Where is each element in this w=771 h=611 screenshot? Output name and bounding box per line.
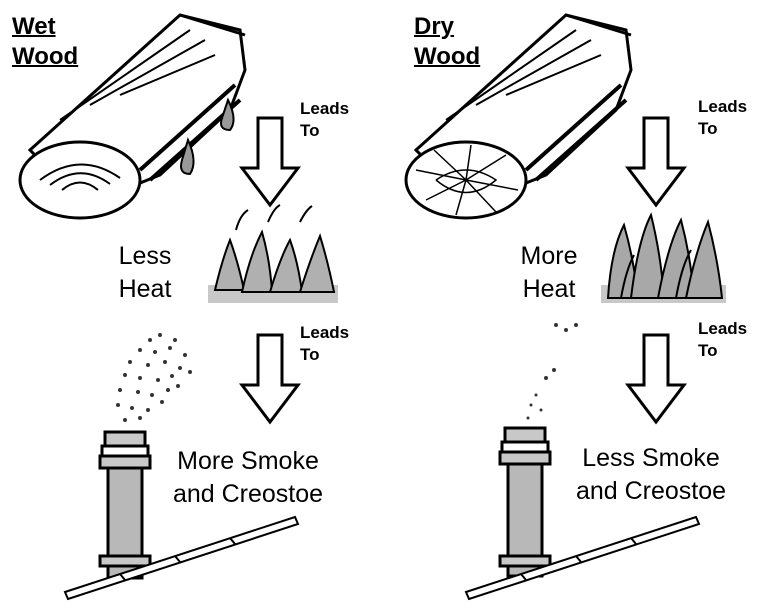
arrow-down-icon — [238, 333, 302, 425]
result-label: More Smoke and Creostoe — [172, 447, 324, 508]
leads-to-label: Leads To — [300, 99, 350, 140]
dry-log-icon — [404, 13, 633, 220]
heat-label: More Heat — [520, 242, 578, 303]
dry-wood-illustration — [404, 13, 726, 601]
panel-title: Wet Wood — [12, 13, 79, 70]
wet-wood-panel: Wet Wood Leads To Less Heat Leads To Mor… — [0, 0, 385, 611]
water-drop-icon — [180, 97, 235, 176]
chimney-icon — [98, 430, 152, 580]
result-label: Less Smoke and Creostoe — [575, 444, 727, 505]
wet-wood-illustration — [18, 13, 338, 601]
leads-to-label: Leads To — [300, 323, 350, 364]
wet-log-icon — [18, 13, 247, 220]
heavy-smoke-icon — [116, 333, 192, 422]
small-flame-icon — [208, 204, 338, 303]
large-flame-icon — [601, 212, 726, 303]
heat-label: Less Heat — [118, 242, 172, 303]
leads-to-label: Leads To — [698, 319, 748, 360]
dry-wood-panel: Dry Wood Leads To More Heat Leads To Les… — [386, 0, 771, 611]
arrow-down-icon — [624, 116, 688, 208]
arrow-down-icon — [238, 116, 302, 208]
chimney-icon — [498, 426, 552, 578]
roof-icon — [464, 515, 701, 601]
panel-title: Dry Wood — [414, 13, 481, 70]
arrow-down-icon — [624, 333, 688, 425]
light-smoke-icon — [526, 323, 578, 420]
roof-icon — [63, 515, 300, 601]
leads-to-label: Leads To — [698, 97, 748, 138]
